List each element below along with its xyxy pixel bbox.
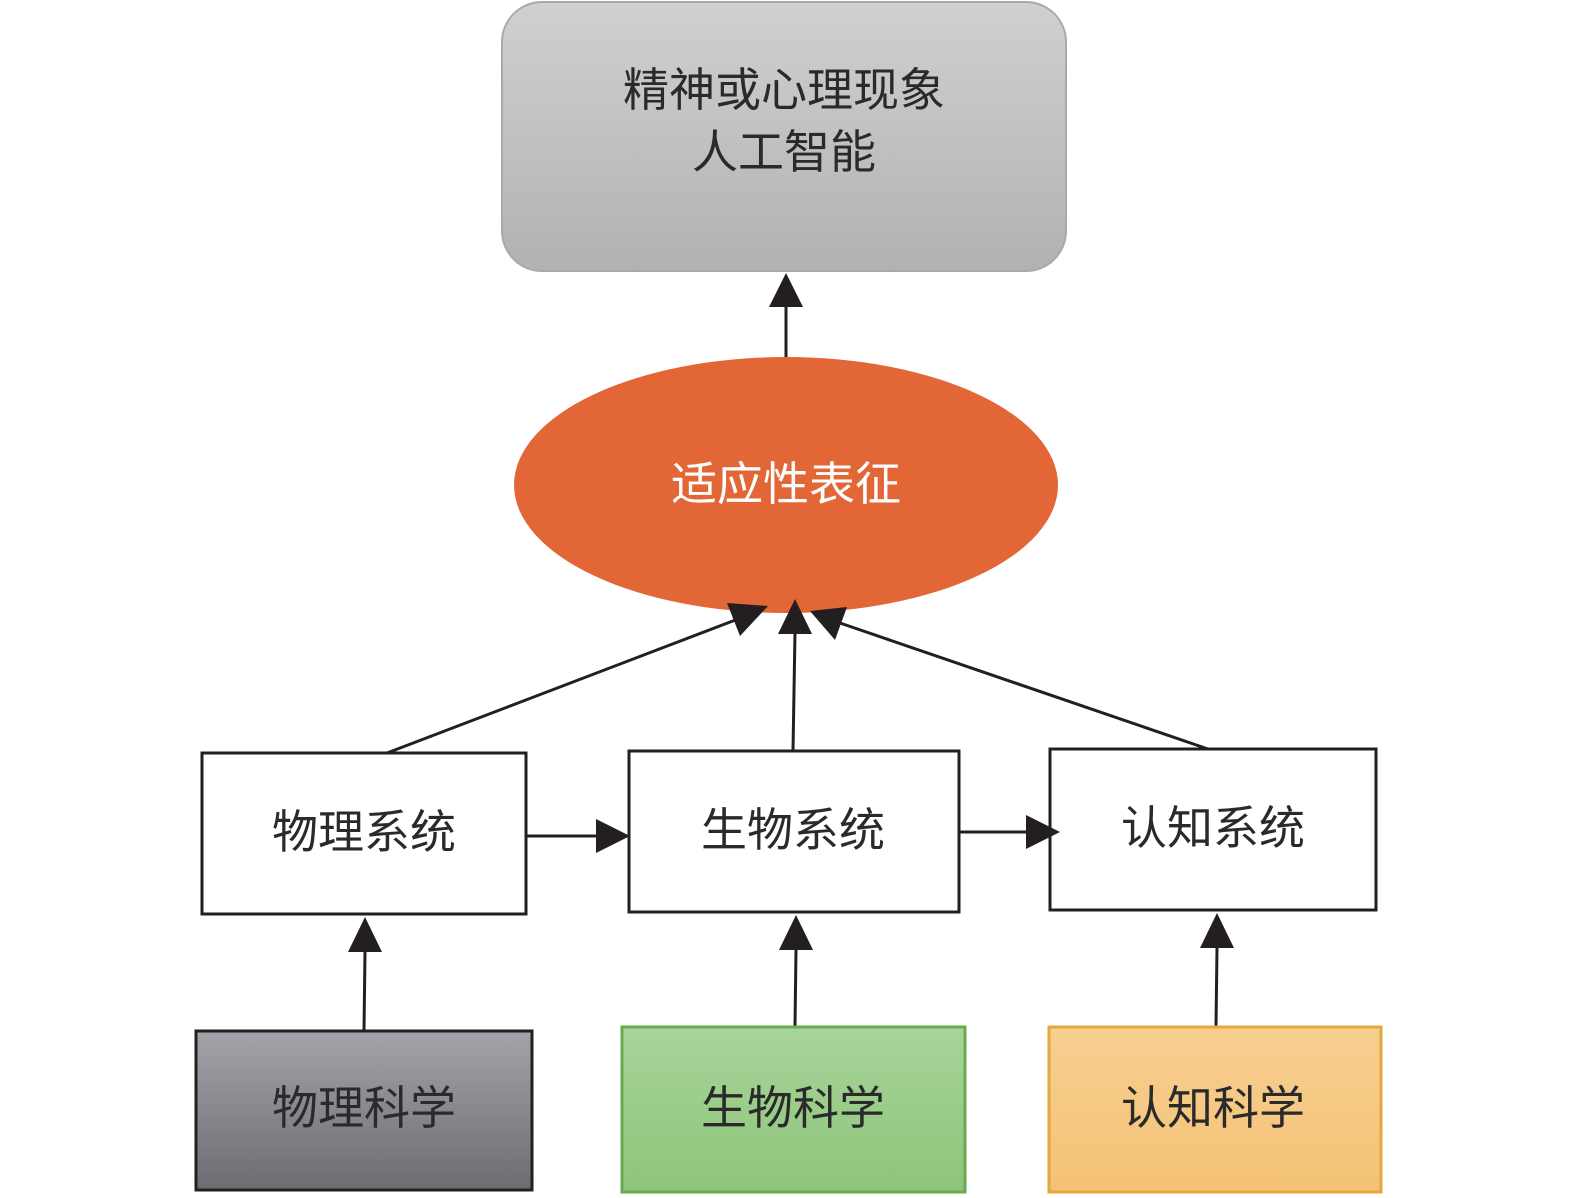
science-node-biology-box <box>620 1025 967 1194</box>
center-node-ellipse <box>514 357 1058 613</box>
edge-physics-to-physical-system <box>362 951 367 1031</box>
science-node-cognition: 认知科学 <box>1047 1025 1383 1194</box>
arrowhead-diagonal-left-icon <box>810 607 847 640</box>
arrowhead-diagonal-right-icon <box>727 603 768 636</box>
system-node-biological: 生物系统 <box>627 749 961 914</box>
system-node-cognitive: 认知系统 <box>1048 747 1378 912</box>
edges <box>362 305 1219 1031</box>
top-node-line2: 人工智能 <box>692 125 876 179</box>
top-node-line1: 精神或心理现象 <box>623 63 945 117</box>
science-node-cognition-box <box>1047 1025 1383 1194</box>
edge-biology-to-biological-system <box>793 949 798 1027</box>
arrowhead-right-icon <box>1026 815 1060 849</box>
system-node-cognitive-box <box>1048 747 1378 912</box>
top-node: 精神或心理现象 人工智能 <box>501 1 1067 272</box>
arrowhead-up-icon <box>778 599 812 634</box>
science-node-cognition-label: 认知科学 <box>1121 1081 1305 1135</box>
system-node-cognitive-label: 认知系统 <box>1121 801 1305 855</box>
arrowhead-right-icon <box>596 819 630 853</box>
system-node-physical-label: 物理系统 <box>272 805 456 859</box>
arrowheads <box>348 273 1234 952</box>
arrowhead-up-icon <box>779 915 813 950</box>
arrowhead-up-icon <box>348 917 382 952</box>
edge-biological-system-to-representation <box>791 631 797 752</box>
science-node-physics-label: 物理科学 <box>272 1081 456 1135</box>
system-node-biological-box <box>627 749 961 914</box>
top-node-box <box>501 1 1067 272</box>
system-node-physical-box <box>200 751 528 916</box>
arrowhead-up-icon <box>1200 913 1234 948</box>
science-node-physics: 物理科学 <box>194 1029 534 1192</box>
system-node-biological-label: 生物系统 <box>701 803 885 857</box>
center-node: 适应性表征 <box>514 357 1058 613</box>
center-node-label: 适应性表征 <box>671 457 901 511</box>
arrowhead-up-icon <box>769 273 803 307</box>
science-node-physics-box <box>194 1029 534 1192</box>
system-node-physical: 物理系统 <box>200 751 528 916</box>
science-node-biology-label: 生物科学 <box>701 1081 885 1135</box>
science-node-biology: 生物科学 <box>620 1025 967 1194</box>
edge-cognition-to-cognitive-system <box>1214 947 1219 1027</box>
edge-cognitive-system-to-representation <box>839 621 1209 751</box>
edge-physical-system-to-representation <box>386 617 739 755</box>
